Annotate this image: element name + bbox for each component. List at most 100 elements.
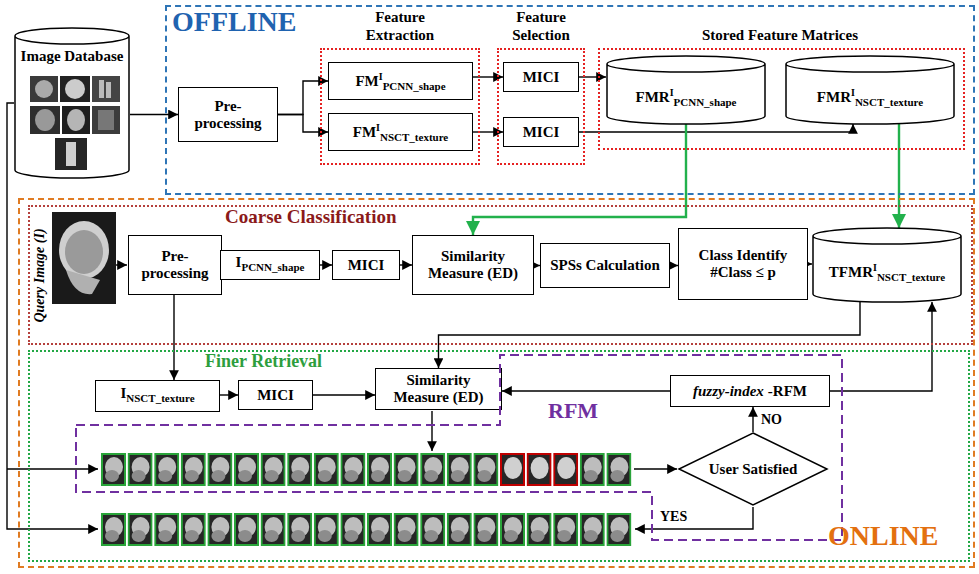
node-text: Stored Feature Matrices xyxy=(702,27,858,43)
connector xyxy=(752,407,753,432)
connector xyxy=(278,81,328,115)
connector xyxy=(579,76,606,77)
branch-label: YES xyxy=(658,508,689,525)
region-title: Feature Extraction xyxy=(350,8,450,44)
storage-cylinder: FMRINSCT_texture xyxy=(785,56,955,124)
node-text: I xyxy=(379,71,383,82)
vertical-label: Query Image (I) xyxy=(31,226,48,324)
node-text: Image Database xyxy=(21,48,124,64)
connector xyxy=(130,114,178,115)
connector xyxy=(278,115,328,133)
text-block: SPSs Calculation xyxy=(547,257,663,274)
region-title: Coarse Classification xyxy=(225,206,397,228)
outline-path xyxy=(813,228,961,302)
cylinder-shape xyxy=(785,56,955,124)
connector xyxy=(439,302,861,368)
node-text: OFFLINE xyxy=(172,6,296,37)
node-text: User Satisfied xyxy=(709,461,797,477)
node-text: fuzzy-index xyxy=(693,383,764,399)
node-text: PCNN_shape xyxy=(383,80,446,92)
node-text: Pre-processing xyxy=(141,248,208,281)
process-box: MICI xyxy=(238,380,313,410)
connector xyxy=(898,124,900,228)
region-title: Finer Retrieval xyxy=(205,351,322,372)
text-block: MICI xyxy=(345,257,388,274)
node-text: Similarity Measure (ED) xyxy=(428,248,518,281)
outline-path xyxy=(679,433,827,505)
connector xyxy=(473,131,503,132)
database-cylinder: Image Database xyxy=(14,28,130,178)
connector xyxy=(808,263,812,264)
node-text: Feature Selection xyxy=(512,9,570,43)
node-text: I xyxy=(120,385,126,401)
node-text: NSCT_texture xyxy=(126,392,194,404)
node-text: MICI xyxy=(348,257,385,273)
connector xyxy=(313,394,375,395)
region-title: OFFLINE xyxy=(172,7,296,37)
text-block: FMRINSCT_texture xyxy=(814,70,926,111)
node-text: PCNN_shape xyxy=(241,261,304,273)
feature-box: FMIPCNN_shape xyxy=(328,62,473,100)
storage-cylinder: TFMRINSCT_texture xyxy=(812,228,962,302)
feature-selection-group: Feature SelectionMICIMICI xyxy=(497,48,585,165)
connector xyxy=(579,124,853,132)
node-text: I xyxy=(236,254,242,270)
connector xyxy=(400,264,412,265)
process-box: MICI xyxy=(503,117,579,147)
connector xyxy=(320,264,332,265)
node-text: I xyxy=(670,87,674,98)
connector xyxy=(670,265,678,266)
text-block: FMRIPCNN_shape xyxy=(632,70,739,111)
connector xyxy=(173,295,174,380)
cylinder-shape xyxy=(606,56,766,124)
text-block: FMINSCT_texture xyxy=(350,119,451,146)
node-text: SPSs Calculation xyxy=(550,257,660,273)
text-block: MICI xyxy=(520,69,563,86)
flow-arrows xyxy=(7,103,753,529)
process-box: Class Identify #Class ≤ p xyxy=(678,228,808,300)
text-block: MICI xyxy=(254,387,297,404)
node-text: -RFM xyxy=(768,383,807,399)
node-text: Pre-processing xyxy=(194,98,261,131)
text-block: INSCT_texture xyxy=(117,385,197,407)
node-text: MICI xyxy=(523,124,560,140)
stored-matrices-group: Stored Feature MatricesFMRIPCNN_shapeFMR… xyxy=(598,48,965,150)
connector xyxy=(220,394,238,395)
text-block: Similarity Measure (ED) xyxy=(413,248,533,282)
text-block: Pre-processing xyxy=(129,248,221,282)
text-block: TFMRINSCT_texture xyxy=(826,245,948,286)
feature-box: INSCT_texture xyxy=(95,380,220,412)
text-block: fuzzy-index-RFM xyxy=(690,383,810,400)
storage-cylinder: FMRIPCNN_shape xyxy=(606,56,766,124)
node-text: FM xyxy=(353,124,376,140)
outline-path xyxy=(76,355,842,540)
region-title: Stored Feature Matrices xyxy=(630,26,930,44)
text-block: User Satisfied xyxy=(706,461,800,478)
process-box: Pre-processing xyxy=(128,235,222,295)
text-block: Image Database xyxy=(18,28,127,65)
node-text: NSCT_texture xyxy=(380,131,448,143)
process-box: SPSs Calculation xyxy=(540,243,670,288)
node-text: MICI xyxy=(257,387,294,403)
node-text: Similarity Measure (ED) xyxy=(393,372,483,405)
text-block: Class Identify #Class ≤ p xyxy=(679,247,807,281)
connector xyxy=(502,390,670,391)
node-text: Coarse Classification xyxy=(225,206,397,227)
decision-diamond: User Satisfied xyxy=(678,432,828,506)
online-region: ONLINECoarse ClassificationPre-processin… xyxy=(18,198,975,568)
result-strip xyxy=(102,454,630,485)
node-text: FMR xyxy=(635,89,669,105)
node-text: FM xyxy=(355,73,378,89)
process-box: Similarity Measure (ED) xyxy=(375,368,502,410)
node-text: MICI xyxy=(523,69,560,85)
process-box: Pre-processing xyxy=(178,87,278,142)
node-text: I xyxy=(873,262,877,273)
node-text: I xyxy=(851,87,855,98)
node-text: Class Identify #Class ≤ p xyxy=(699,247,788,280)
query-image xyxy=(52,212,116,304)
outline-path xyxy=(607,56,765,124)
text-block: Pre-processing xyxy=(179,98,277,132)
text-block: FMIPCNN_shape xyxy=(352,68,448,95)
node-text: FMR xyxy=(817,89,851,105)
feature-extraction-group: Feature ExtractionFMIPCNN_shapeFMINSCT_t… xyxy=(320,48,480,165)
